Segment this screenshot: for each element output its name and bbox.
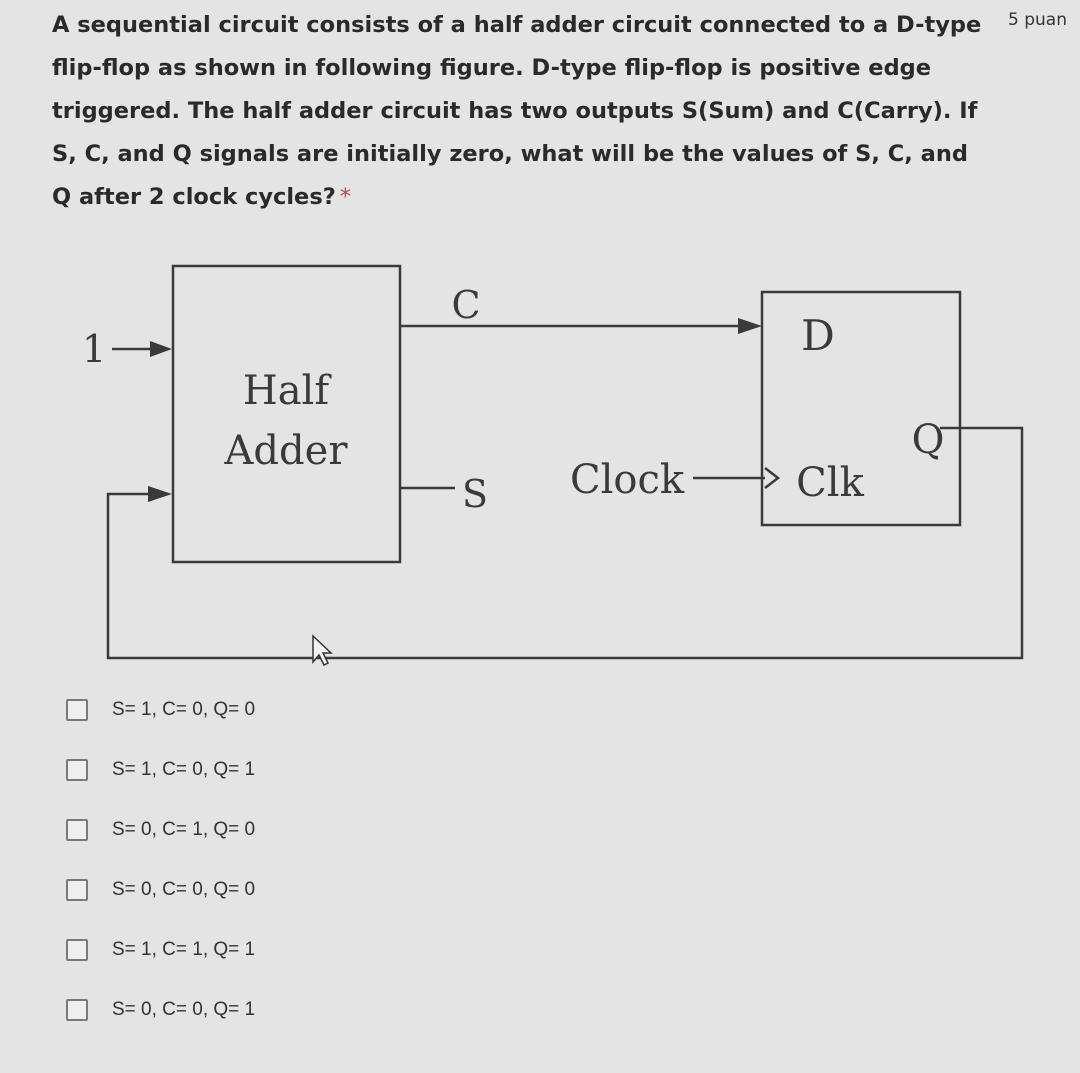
circuit-diagram: 1 Half Adder C S Clock D Clk Q <box>82 264 1024 667</box>
option-label: S= 1, C= 1, Q= 1 <box>112 939 256 960</box>
checkbox[interactable] <box>66 759 88 781</box>
question-body: A sequential circuit consists of a half … <box>52 12 982 210</box>
clk-input-label: Clk <box>796 460 864 506</box>
clock-edge-marker <box>764 467 781 489</box>
carry-label: C <box>451 283 480 327</box>
option-5[interactable]: S= 1, C= 1, Q= 1 <box>66 920 255 980</box>
option-label: S= 0, C= 0, Q= 1 <box>112 999 256 1020</box>
required-marker: * <box>339 184 352 210</box>
question-text: A sequential circuit consists of a half … <box>52 4 992 219</box>
checkbox[interactable] <box>66 939 88 961</box>
half-adder-box <box>171 264 402 564</box>
option-label: S= 1, C= 0, Q= 1 <box>112 759 256 780</box>
sum-label: S <box>462 472 488 516</box>
feedback-arrow-icon <box>148 486 172 502</box>
option-1[interactable]: S= 1, C= 0, Q= 0 <box>66 680 255 740</box>
mouse-cursor-icon <box>312 634 333 667</box>
input-one-label: 1 <box>82 327 106 371</box>
input-one-arrow-icon <box>150 341 172 357</box>
points-label: 5 puan <box>1008 10 1067 30</box>
answer-options: S= 1, C= 0, Q= 0 S= 1, C= 0, Q= 1 S= 0, … <box>66 680 255 1040</box>
half-adder-label-line1: Half <box>243 368 333 414</box>
carry-arrow-icon <box>738 318 762 334</box>
half-adder-label-line2: Adder <box>224 428 349 474</box>
option-2[interactable]: S= 1, C= 0, Q= 1 <box>66 740 255 800</box>
option-label: S= 0, C= 1, Q= 0 <box>112 819 256 840</box>
checkbox[interactable] <box>66 699 88 721</box>
option-6[interactable]: S= 0, C= 0, Q= 1 <box>66 980 255 1040</box>
clock-label: Clock <box>570 457 685 503</box>
option-label: S= 0, C= 0, Q= 0 <box>112 879 256 900</box>
q-output-label: Q <box>912 417 945 463</box>
option-3[interactable]: S= 0, C= 1, Q= 0 <box>66 800 255 860</box>
checkbox[interactable] <box>66 999 88 1021</box>
checkbox[interactable] <box>66 819 88 841</box>
option-label: S= 1, C= 0, Q= 0 <box>112 699 256 720</box>
flip-flop-box <box>760 290 962 527</box>
option-4[interactable]: S= 0, C= 0, Q= 0 <box>66 860 255 920</box>
feedback-wire <box>106 426 1024 660</box>
d-input-label: D <box>801 311 835 360</box>
checkbox[interactable] <box>66 879 88 901</box>
